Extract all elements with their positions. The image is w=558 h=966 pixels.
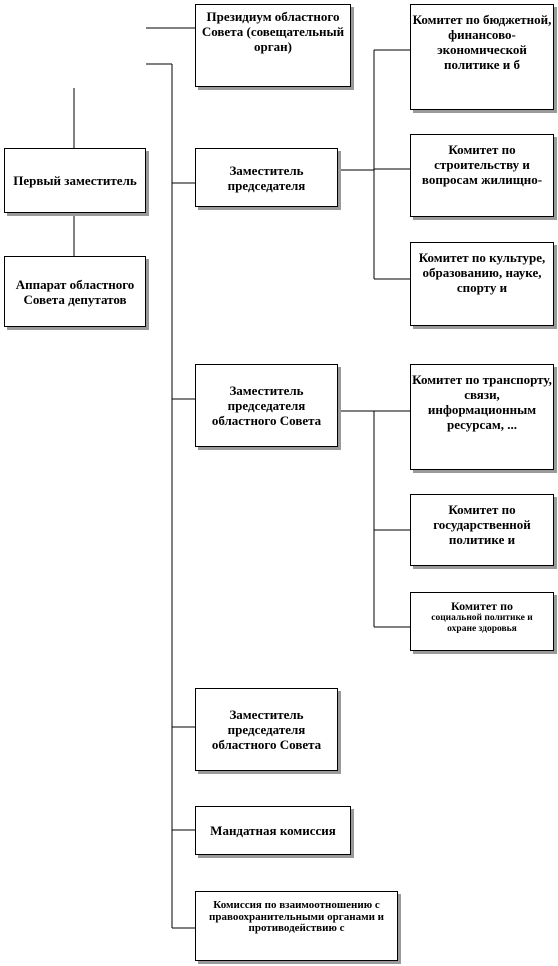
deputy-chair-2-label: Заместитель председателя областного Сове… — [211, 383, 322, 428]
presidium-box: Президиум областного Совета (совещательн… — [195, 4, 351, 87]
committee-culture-label: Комитет по культуре, образованию, науке,… — [418, 250, 546, 295]
committee-construction-label: Комитет по строительству и вопросам жили… — [421, 142, 543, 187]
deputy-chair-3-label: Заместитель председателя областного Сове… — [211, 707, 322, 752]
commission-interaction-box: Комиссия по взаимоотношению с правоохран… — [195, 891, 398, 961]
deputy-chair-2-box: Заместитель председателя областного Сове… — [195, 364, 338, 447]
first-deputy-label: Первый заместитель — [13, 173, 137, 188]
committee-transport-label: Комитет по транспорту, связи, информацио… — [412, 372, 552, 432]
committee-state-box: Комитет по государственной политике и — [410, 494, 554, 566]
committee-culture-box: Комитет по культуре, образованию, науке,… — [410, 242, 554, 326]
committee-state-label: Комитет по государственной политике и — [433, 502, 531, 547]
committee-social-title: Комитет по — [451, 599, 513, 613]
mandate-commission-box: Мандатная комиссия — [195, 806, 351, 855]
committee-budget-label: Комитет по бюджетной, финансово-экономич… — [412, 12, 552, 72]
committee-budget-box: Комитет по бюджетной, финансово-экономич… — [410, 4, 554, 110]
first-deputy-box: Первый заместитель — [4, 148, 146, 213]
committee-transport-box: Комитет по транспорту, связи, информацио… — [410, 364, 554, 470]
committee-construction-box: Комитет по строительству и вопросам жили… — [410, 134, 554, 217]
committee-social-subtitle: социальной политике и охране здоровья — [431, 613, 533, 634]
commission-interaction-label: Комиссия по взаимоотношению с правоохран… — [209, 899, 384, 934]
committee-social-box: Комитет по социальной политике и охране … — [410, 592, 554, 651]
mandate-commission-label: Мандатная комиссия — [210, 823, 336, 838]
deputy-chair-3-box: Заместитель председателя областного Сове… — [195, 688, 338, 771]
deputy-chair-1-label: Заместитель председателя — [227, 162, 306, 193]
apparatus-label: Аппарат областного Совета депутатов — [15, 276, 135, 307]
deputy-chair-1-box: Заместитель председателя — [195, 148, 338, 207]
presidium-label: Президиум областного Совета (совещательн… — [201, 9, 345, 54]
apparatus-box: Аппарат областного Совета депутатов — [4, 256, 146, 327]
